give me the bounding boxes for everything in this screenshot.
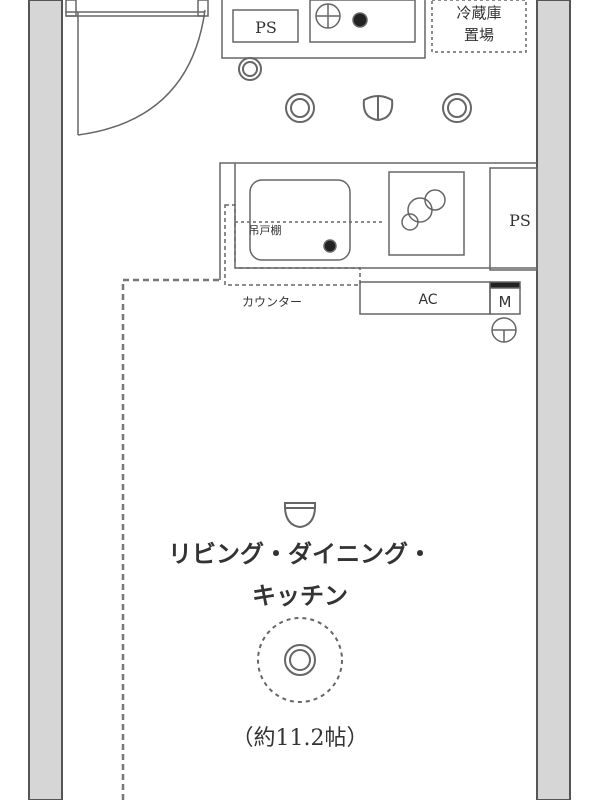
ac-label: AC	[418, 292, 437, 308]
hanging-cabinet-label: 吊戸棚	[249, 223, 282, 237]
meter-label: M	[499, 293, 512, 311]
ps-top-label: PS	[255, 18, 277, 37]
room-name-line1: リビング・ダイニング・	[168, 539, 432, 568]
ldk-boundary	[121, 278, 220, 800]
fridge-space-label-2: 置場	[464, 26, 494, 44]
top-unit	[221, 0, 527, 59]
fixtures	[238, 57, 472, 123]
downlight-icon	[442, 93, 472, 123]
ceiling-outlet-icon	[362, 95, 394, 122]
wall-light-icon	[283, 502, 317, 529]
outlet-icon	[491, 317, 517, 343]
counter-label: カウンター	[242, 295, 302, 309]
stove-burner-icon	[401, 189, 446, 231]
outer-walls	[28, 0, 571, 800]
room-name-line2: キッチン	[252, 581, 348, 610]
ps-right-label: PS	[509, 211, 531, 230]
room-area: （約11.2帖）	[232, 726, 369, 751]
ldk-fixtures	[257, 502, 343, 703]
door-swing	[65, 0, 209, 136]
kitchen-unit	[219, 162, 538, 343]
telephone-outlet-icon	[238, 57, 262, 81]
ceiling-light-icon	[284, 644, 316, 676]
downlight-icon	[285, 93, 315, 123]
fridge-space-label-1: 冷蔵庫	[456, 4, 501, 22]
